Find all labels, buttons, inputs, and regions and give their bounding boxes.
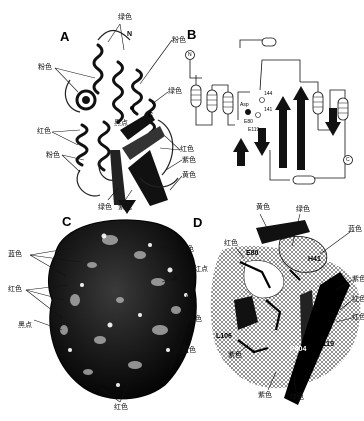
d-label-h41: H41 (308, 256, 321, 263)
panel-b-letter: B (187, 27, 196, 42)
panel-a-letter: A (60, 29, 69, 44)
d-label-green-bottom: 绿色 (290, 394, 304, 401)
d-label-p404: P404 (290, 346, 306, 353)
b-label-residue-3: E119 (248, 128, 259, 133)
b-label-residue-1: Asp (240, 103, 249, 108)
a-label-orange-right: 黄色 (182, 172, 196, 179)
c-label-blue-bottom: 蓝色 (182, 347, 196, 354)
d-label-l106: L106 (216, 333, 232, 340)
a-label-purple-right: 紫色 (182, 157, 196, 164)
c-label-green-top: 绿色 (180, 246, 194, 253)
b-label-residue-5: 141 (264, 108, 272, 113)
panel-d-letter: D (193, 215, 202, 230)
d-label-green-top: 绿色 (296, 206, 310, 213)
c-label-red-right-top: 红点 (194, 266, 208, 273)
a-label-pink-lower-left: 粉色 (46, 152, 60, 159)
d-label-e80: E80 (246, 250, 258, 257)
a-label-red-left: 红色 (37, 128, 51, 135)
c-label-red-left: 红色 (8, 286, 22, 293)
a-label-green-right: 绿色 (168, 88, 182, 95)
b-label-c-circle: C (346, 158, 350, 163)
b-label-n-circle: N (188, 53, 192, 58)
d-label-red-right-2: 红色 (352, 314, 364, 321)
d-label-blue-right: 蓝色 (348, 226, 362, 233)
panel-c-surface (26, 220, 196, 402)
d-label-purple-right: 紫色 (352, 276, 364, 283)
d-label-yellow-top: 黄色 (256, 204, 270, 211)
b-label-residue-4: 144 (264, 92, 272, 97)
d-label-purple-left: 紫色 (228, 352, 242, 359)
d-label-red-left: 红色 (224, 240, 238, 247)
a-label-black-dot: 黑点 (114, 120, 128, 127)
panel-c-letter: C (62, 214, 71, 229)
d-label-e119: E119 (318, 341, 334, 348)
a-label-green-bottom: 绿色 (98, 204, 112, 211)
c-label-red-right: 红色 (188, 316, 202, 323)
a-label-c-terminus: C (148, 112, 153, 119)
c-label-red-bottom: 红色 (114, 404, 128, 411)
c-label-black-dot-left: 黑点 (18, 322, 32, 329)
d-label-red-right-1: 红色 (352, 296, 364, 303)
a-label-n-terminus: N (127, 31, 132, 38)
a-label-pink-left: 粉色 (38, 64, 52, 71)
c-label-black-dot-right: 黑点 (172, 276, 186, 283)
a-label-green-top: 绿色 (118, 14, 132, 21)
b-label-residue-2: E80 (244, 120, 253, 125)
d-label-purple-bottom: 紫色 (258, 392, 272, 399)
c-label-blue-left: 蓝色 (8, 251, 22, 258)
a-label-pink-right: 粉色 (172, 37, 186, 44)
a-label-red-right: 红色 (180, 146, 194, 153)
a-label-purple-bottom: 紫色 (118, 204, 132, 211)
